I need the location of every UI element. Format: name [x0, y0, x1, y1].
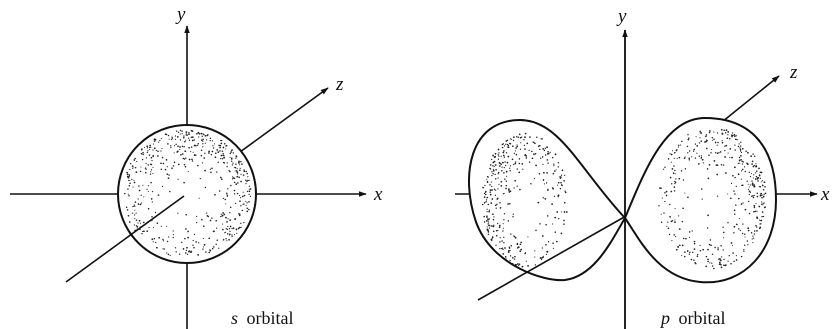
s-z-axis-label: z [335, 74, 344, 95]
s-orbital-caption: s orbital [231, 308, 294, 328]
p-orbital-right-lobe [623, 116, 778, 284]
p-orbital-caption-symbol: p [659, 308, 670, 328]
s-z-axis-positive [239, 87, 329, 153]
s-orbital-caption-symbol: s [231, 308, 238, 328]
p-orbital-caption-word: orbital [679, 308, 726, 328]
p-y-axis-label: y [616, 6, 627, 27]
p-x-axis-label: x [820, 184, 830, 205]
s-orbital-sphere [117, 124, 257, 264]
p-z-axis-label: z [789, 62, 798, 83]
s-y-axis-label: y [175, 4, 186, 25]
s-z-axis-negative [65, 195, 185, 283]
p-orbital-caption: p orbital [659, 308, 726, 328]
s-x-axis-label: x [373, 184, 383, 205]
p-z-axis-negative [477, 215, 627, 301]
s-orbital-panel: y z x s orbital [10, 4, 383, 329]
s-orbital-caption-word: orbital [247, 308, 294, 328]
p-orbital-left-lobe [468, 118, 627, 282]
p-orbital-stippling [481, 128, 767, 270]
p-orbital-panel: y z x p orbital [455, 6, 830, 329]
p-z-axis-positive [716, 75, 780, 127]
